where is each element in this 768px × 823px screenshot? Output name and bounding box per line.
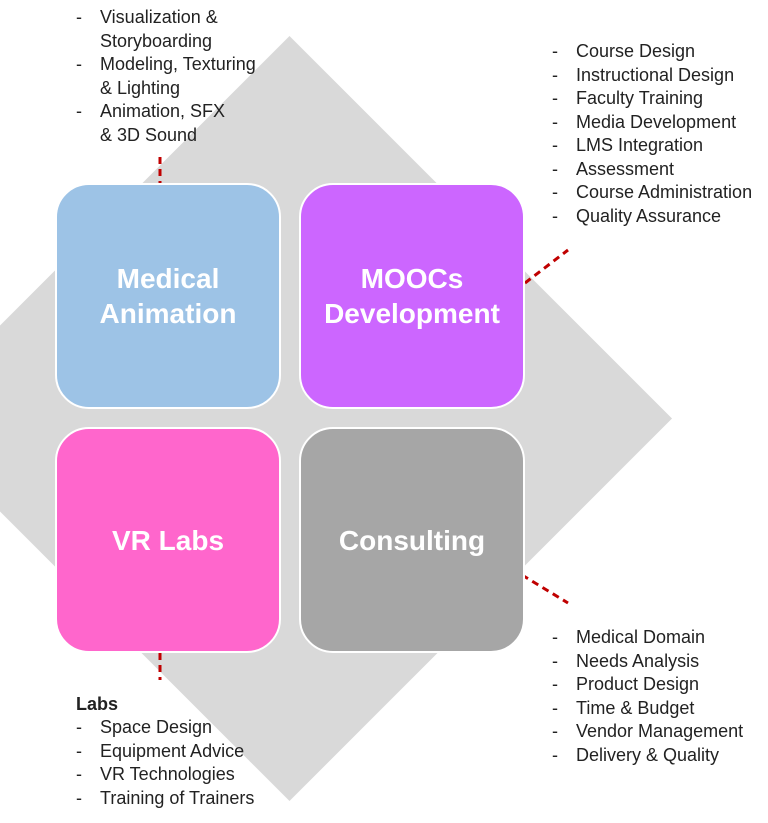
medical-animation-list: Visualization & Storyboarding Modeling, … bbox=[76, 6, 270, 147]
tile-medical-animation: Medical Animation bbox=[55, 183, 281, 409]
list-item: Delivery & Quality bbox=[552, 744, 743, 768]
list-item: Medical Domain bbox=[552, 626, 743, 650]
list-item: Vendor Management bbox=[552, 720, 743, 744]
list-item: Animation, SFX & 3D Sound bbox=[76, 100, 270, 147]
list-item: Visualization & Storyboarding bbox=[76, 6, 270, 53]
tile-medical-animation-label: Medical Animation bbox=[99, 263, 237, 329]
vr-labs-list: Space Design Equipment Advice VR Technol… bbox=[76, 716, 254, 810]
tile-consulting-label: Consulting bbox=[338, 524, 486, 556]
tile-consulting: Consulting bbox=[299, 427, 525, 653]
list-item: Faculty Training bbox=[552, 87, 752, 111]
list-item: Course Design bbox=[552, 40, 752, 64]
list-item: Training of Trainers bbox=[76, 787, 254, 811]
list-item: Equipment Advice bbox=[76, 740, 254, 764]
list-item: Product Design bbox=[552, 673, 743, 697]
connector-consulting bbox=[521, 573, 569, 605]
list-item: Instructional Design bbox=[552, 64, 752, 88]
list-item: Course Administration bbox=[552, 181, 752, 205]
tile-moocs-development-label: MOOCs Development bbox=[324, 263, 500, 329]
list-item: Space Design bbox=[76, 716, 254, 740]
moocs-development-list: Course Design Instructional Design Facul… bbox=[552, 40, 752, 228]
tile-moocs-development: MOOCs Development bbox=[299, 183, 525, 409]
list-item: Time & Budget bbox=[552, 697, 743, 721]
list-item: Assessment bbox=[552, 158, 752, 182]
tile-vr-labs-label: VR Labs bbox=[111, 524, 225, 556]
list-item: LMS Integration bbox=[552, 134, 752, 158]
consulting-list: Medical Domain Needs Analysis Product De… bbox=[552, 626, 743, 767]
list-item: Media Development bbox=[552, 111, 752, 135]
list-item: Needs Analysis bbox=[552, 650, 743, 674]
list-item: Modeling, Texturing & Lighting bbox=[76, 53, 270, 100]
list-item: VR Technologies bbox=[76, 763, 254, 787]
list-item: Quality Assurance bbox=[552, 205, 752, 229]
vr-labs-list-heading: Labs bbox=[76, 694, 119, 714]
tile-vr-labs: VR Labs bbox=[55, 427, 281, 653]
